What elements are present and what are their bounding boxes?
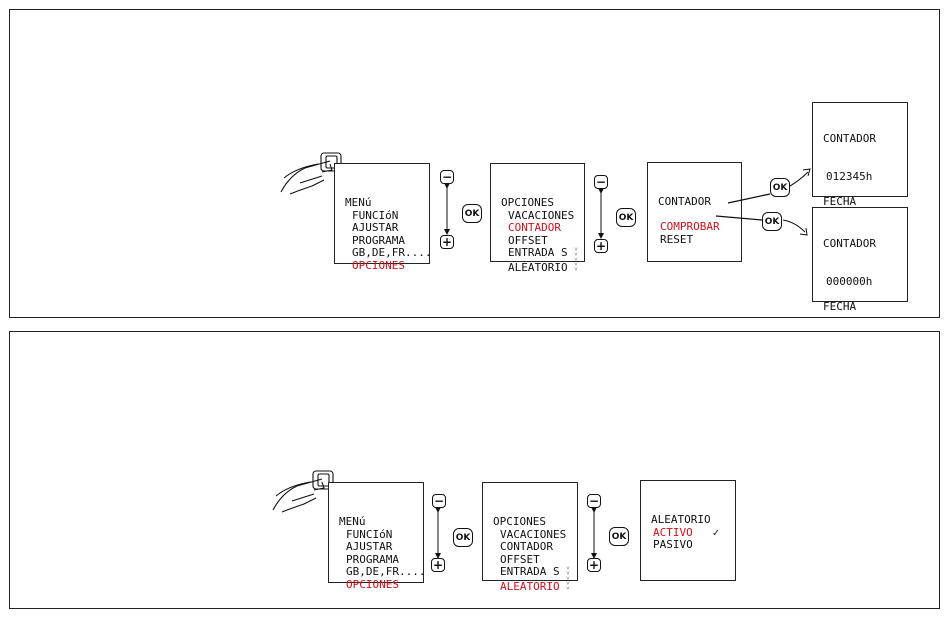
plus-button[interactable]: +: [440, 235, 454, 249]
ok-button[interactable]: OK: [616, 208, 636, 227]
minus-button[interactable]: −: [594, 175, 608, 189]
scroll-ticks-icon: ˅˅: [574, 261, 578, 273]
curved-arrow-icon: [789, 171, 809, 187]
menu-item-selected[interactable]: OPCIONES: [346, 577, 399, 591]
opciones-item[interactable]: OFFSET: [508, 233, 548, 247]
aleatorio-title: ALEATORIO: [651, 513, 711, 526]
scroll-ticks-icon: ˅˅˅: [574, 246, 578, 263]
ok-button[interactable]: OK: [462, 204, 482, 223]
aleatorio-item-selected[interactable]: ACTIVO ✓: [653, 525, 720, 539]
menu-title: MENú: [339, 515, 366, 528]
result-title: CONTADOR: [823, 132, 876, 145]
menu-item[interactable]: FUNCIóN: [346, 527, 393, 541]
contador-title: CONTADOR: [658, 195, 711, 208]
menu-item[interactable]: FUNCIóN: [352, 208, 399, 222]
opciones-item[interactable]: VACACIONES: [500, 527, 567, 541]
menu-item-selected[interactable]: OPCIONES: [352, 258, 405, 272]
contador-item-selected[interactable]: COMPROBAR: [660, 220, 720, 233]
fecha-label: FECHA: [823, 194, 857, 208]
opciones-item[interactable]: ALEATORIO ˅˅: [508, 261, 578, 274]
result-title: CONTADOR: [823, 237, 876, 250]
opciones-item[interactable]: ENTRADA S ˅˅˅: [500, 565, 570, 582]
menu-title: MENú: [345, 196, 372, 209]
ok-button[interactable]: OK: [453, 528, 473, 547]
scroll-ticks-icon: ˅˅: [566, 580, 570, 592]
minus-button[interactable]: −: [432, 494, 446, 508]
opciones-item[interactable]: ENTRADA S ˅˅˅: [508, 246, 578, 263]
opciones-item-selected[interactable]: ALEATORIO ˅˅: [500, 580, 570, 593]
curved-arrow-icon: [715, 215, 763, 221]
fecha-label: FECHA: [823, 299, 857, 313]
curved-arrow-icon: [782, 219, 806, 233]
ok-button[interactable]: OK: [609, 527, 629, 546]
menu-item[interactable]: AJUSTAR: [346, 540, 393, 553]
contador-reset-screen: CONTADOR​​000000h​FECHA: [812, 207, 908, 312]
opciones-title: OPCIONES: [501, 196, 554, 209]
scroll-ticks-icon: ˅˅˅: [566, 565, 570, 582]
counter-value: 012345h: [826, 169, 873, 183]
plus-button[interactable]: +: [594, 239, 608, 253]
aleatorio-item[interactable]: PASIVO: [653, 538, 693, 551]
plus-button[interactable]: +: [431, 558, 445, 572]
menu-item[interactable]: GB,DE,FR....: [352, 246, 432, 259]
ok-button[interactable]: OK: [770, 178, 790, 197]
panel-aleatorio: [9, 331, 940, 609]
menu-item[interactable]: PROGRAMA: [346, 552, 399, 566]
curved-arrow-icon: [727, 193, 771, 204]
opciones-item[interactable]: CONTADOR: [500, 540, 553, 553]
opciones-title: OPCIONES: [493, 515, 546, 528]
menu-item[interactable]: GB,DE,FR....: [346, 565, 426, 578]
opciones-item[interactable]: VACACIONES: [508, 208, 575, 222]
contador-check-screen: CONTADOR​​012345h​FECHA: [812, 102, 908, 207]
menu-item[interactable]: AJUSTAR: [352, 221, 399, 234]
opciones-item-selected[interactable]: CONTADOR: [508, 221, 561, 234]
opciones-item[interactable]: OFFSET: [500, 552, 540, 566]
contador-item[interactable]: RESET: [660, 232, 694, 246]
checkmark-icon: ✓: [712, 525, 720, 539]
panel-contador: [9, 9, 940, 318]
menu-item[interactable]: PROGRAMA: [352, 233, 405, 247]
counter-value: 000000h: [826, 274, 873, 288]
ok-button[interactable]: OK: [762, 212, 782, 231]
